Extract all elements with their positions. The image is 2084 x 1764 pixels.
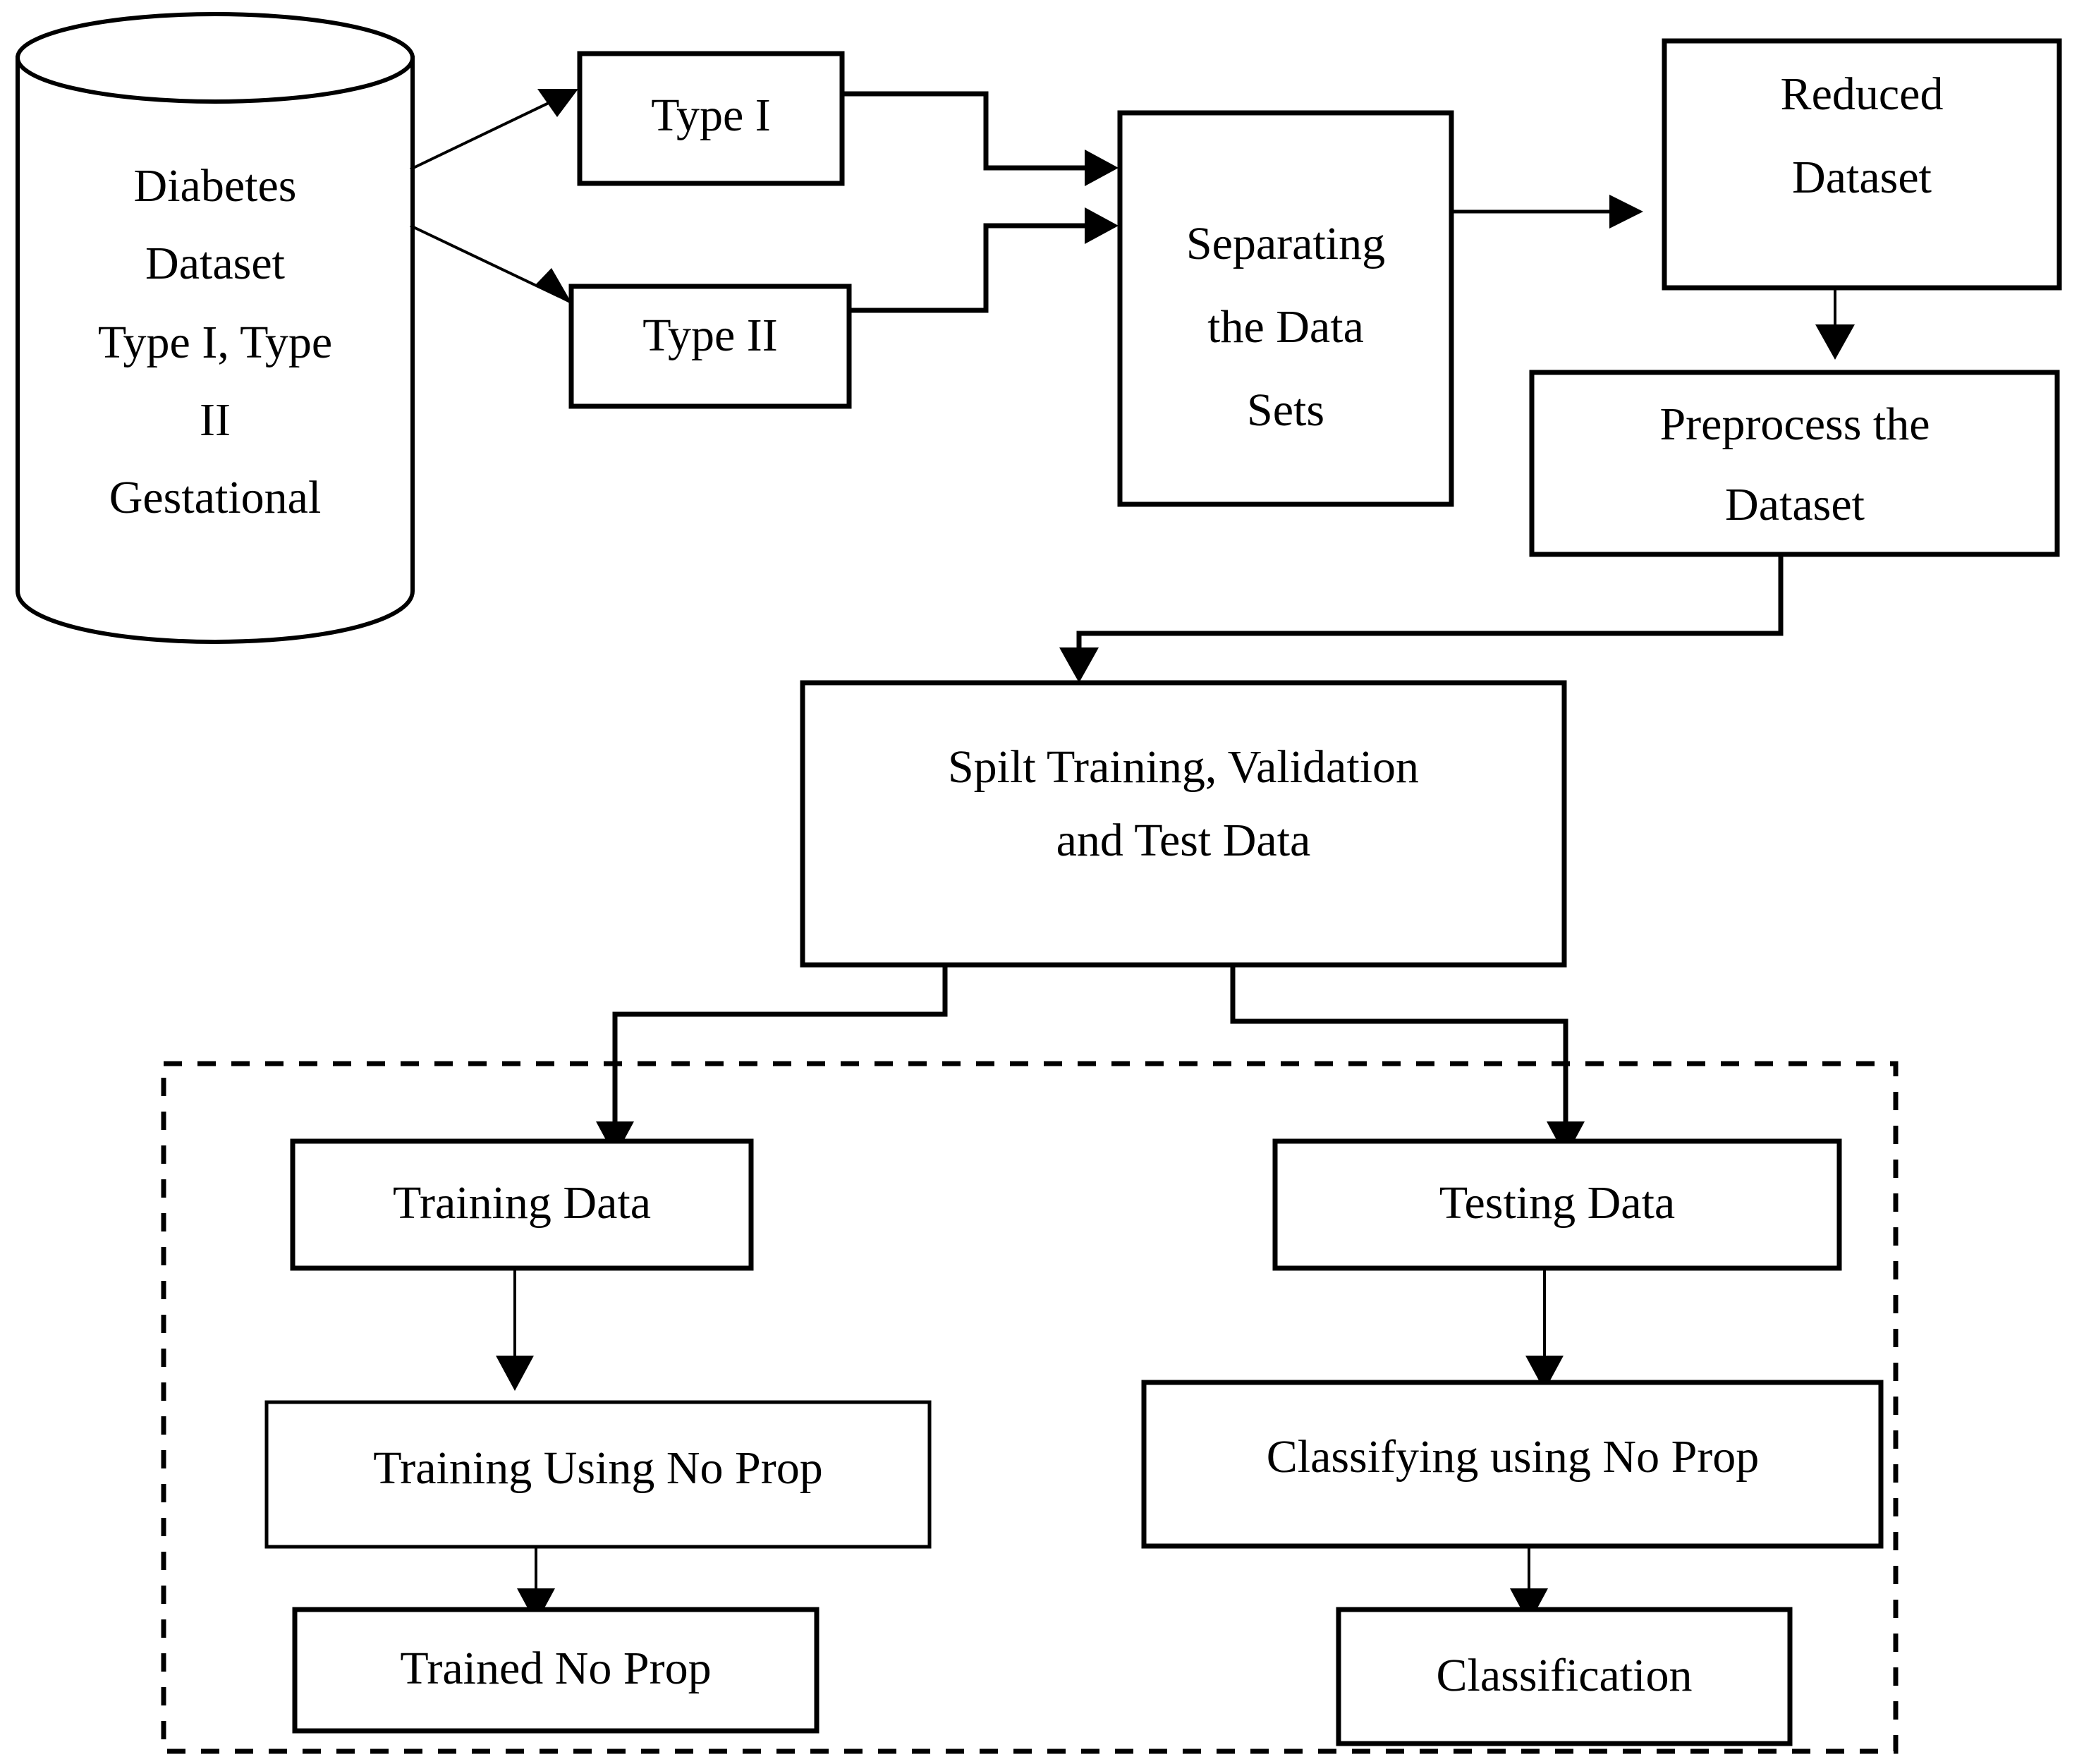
node-diabetes-dataset-cylinder[interactable]: Diabetes Dataset Type I, Type II Gestati… xyxy=(16,12,415,645)
testing-data-label: Testing Data xyxy=(1439,1177,1675,1229)
trained-no-prop-box xyxy=(292,1607,819,1734)
cylinder-top-ellipse xyxy=(16,12,415,104)
edge-training-using-to-trained xyxy=(517,1547,555,1624)
preprocess-box xyxy=(1529,370,2060,557)
node-preprocess-dataset[interactable]: Preprocess the Dataset xyxy=(1529,370,2060,557)
arrowhead-separating-bottom xyxy=(1085,207,1119,244)
classification-box xyxy=(1336,1607,1793,1746)
split-line-2: and Test Data xyxy=(1056,815,1311,866)
node-classification[interactable]: Classification xyxy=(1336,1607,1793,1746)
edge-reduced-to-preprocess xyxy=(1815,288,1855,360)
arrowhead-separating-top xyxy=(1085,150,1119,186)
trained-no-prop-label: Trained No Prop xyxy=(400,1643,711,1694)
edge-preprocess-to-split xyxy=(1059,554,1784,683)
edge-training-data-to-training-using xyxy=(496,1268,534,1391)
split-line-1: Spilt Training, Validation xyxy=(948,741,1419,793)
edge-testing-data-to-classifying xyxy=(1525,1268,1564,1391)
separating-line-1: Separating xyxy=(1186,218,1385,269)
testing-data-box xyxy=(1272,1138,1842,1271)
preprocess-line-2: Dataset xyxy=(1725,479,1865,530)
training-data-label: Training Data xyxy=(393,1177,651,1229)
arrowhead-classifying xyxy=(1525,1356,1564,1391)
arrowhead-classification xyxy=(1510,1588,1548,1624)
edge-classifying-to-classification xyxy=(1510,1546,1548,1624)
training-using-label: Training Using No Prop xyxy=(373,1442,822,1494)
type-i-box xyxy=(577,51,845,186)
separating-line-3: Sets xyxy=(1247,384,1324,436)
arrowhead-preprocess xyxy=(1815,324,1855,360)
edge-split-to-testing-data xyxy=(1230,965,1585,1157)
reduced-line-1: Reduced xyxy=(1781,68,1944,120)
type-ii-box xyxy=(568,284,852,409)
training-data-box xyxy=(290,1138,754,1271)
cylinder-line-5: Gestational xyxy=(109,472,322,523)
node-split-training-validation-test[interactable]: Spilt Training, Validation and Test Data xyxy=(800,680,1567,968)
classification-label: Classification xyxy=(1437,1650,1693,1701)
edge-type-ii-to-separating xyxy=(849,207,1119,313)
node-classifying-using-no-prop[interactable]: Classifying using No Prop xyxy=(1141,1380,1884,1549)
cylinder-line-3: Type I, Type xyxy=(98,317,332,368)
arrowhead-type-ii xyxy=(535,268,573,305)
node-separating-the-data-sets[interactable]: Separating the Data Sets xyxy=(1117,110,1454,507)
arrowhead-split xyxy=(1059,647,1099,683)
edge-dataset-to-type-ii xyxy=(410,224,573,305)
separating-box xyxy=(1117,110,1454,507)
preprocess-line-1: Preprocess the xyxy=(1659,399,1930,450)
node-training-using-no-prop[interactable]: Training Using No Prop xyxy=(264,1400,932,1549)
experiment-group-dashed-box xyxy=(161,1061,1899,1754)
arrowhead-trained-no-prop xyxy=(517,1588,555,1624)
type-ii-label: Type II xyxy=(642,310,777,361)
reduced-dataset-box xyxy=(1662,38,2062,291)
separating-line-2: the Data xyxy=(1207,301,1364,353)
training-using-box xyxy=(264,1400,932,1549)
node-type-ii[interactable]: Type II xyxy=(568,284,852,409)
type-i-label: Type I xyxy=(651,90,770,141)
edge-dataset-to-type-i xyxy=(410,89,578,171)
node-training-data[interactable]: Training Data xyxy=(290,1138,754,1271)
node-trained-no-prop[interactable]: Trained No Prop xyxy=(292,1607,819,1734)
cylinder-line-2: Dataset xyxy=(145,238,285,289)
node-testing-data[interactable]: Testing Data xyxy=(1272,1138,1842,1271)
classifying-box xyxy=(1141,1380,1884,1549)
edge-separating-to-reduced xyxy=(1451,195,1643,229)
cylinder-line-1: Diabetes xyxy=(134,160,297,212)
arrowhead-training-using xyxy=(496,1356,534,1391)
reduced-line-2: Dataset xyxy=(1792,152,1932,203)
edge-split-to-training-data xyxy=(596,965,948,1157)
node-type-i[interactable]: Type I xyxy=(577,51,845,186)
node-reduced-dataset[interactable]: Reduced Dataset xyxy=(1662,38,2062,291)
cylinder-line-4: II xyxy=(200,394,231,446)
edge-type-i-to-separating xyxy=(842,91,1119,186)
split-box xyxy=(800,680,1567,968)
classifying-label: Classifying using No Prop xyxy=(1267,1431,1760,1483)
arrowhead-reduced xyxy=(1609,195,1643,229)
cylinder-body xyxy=(16,56,415,645)
arrowhead-type-i xyxy=(537,89,578,117)
